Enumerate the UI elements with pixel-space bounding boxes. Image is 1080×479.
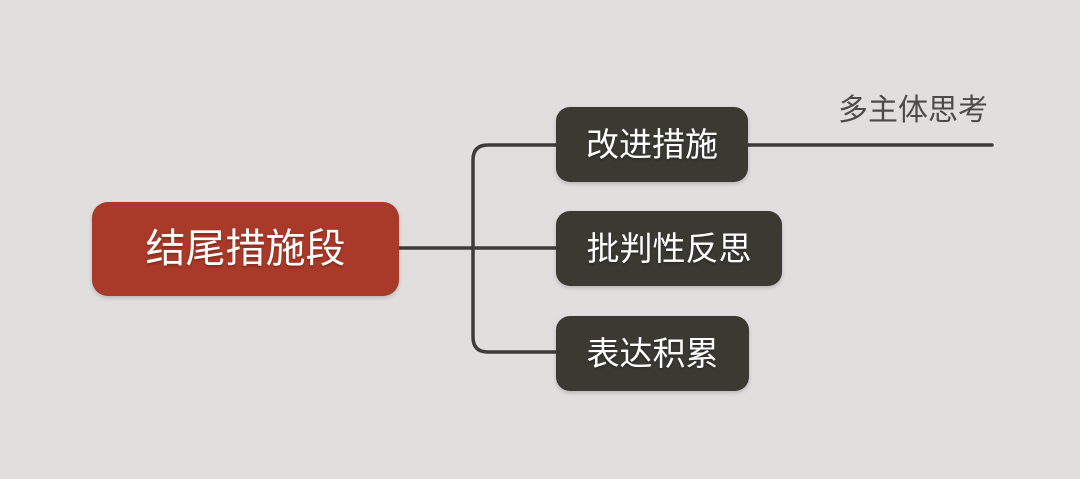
root-node-ending-measures-paragraph[interactable]: 结尾措施段 <box>92 202 399 296</box>
connector-root-to-expression-accumulation <box>471 246 558 354</box>
child-node-critical-reflection[interactable]: 批判性反思 <box>556 211 782 286</box>
child-node-improvement-measures[interactable]: 改进措施 <box>556 107 748 182</box>
root-node-label: 结尾措施段 <box>145 227 346 271</box>
connector-root-to-improvement-measures <box>471 143 558 250</box>
subtopic-node-multi-subject-thinking[interactable]: 多主体思考 <box>838 94 988 127</box>
child-node-expression-accumulation[interactable]: 表达积累 <box>556 316 749 391</box>
child-node-label: 改进措施 <box>586 126 718 163</box>
child-node-label: 批判性反思 <box>586 230 752 267</box>
child-node-label: 表达积累 <box>586 335 719 372</box>
